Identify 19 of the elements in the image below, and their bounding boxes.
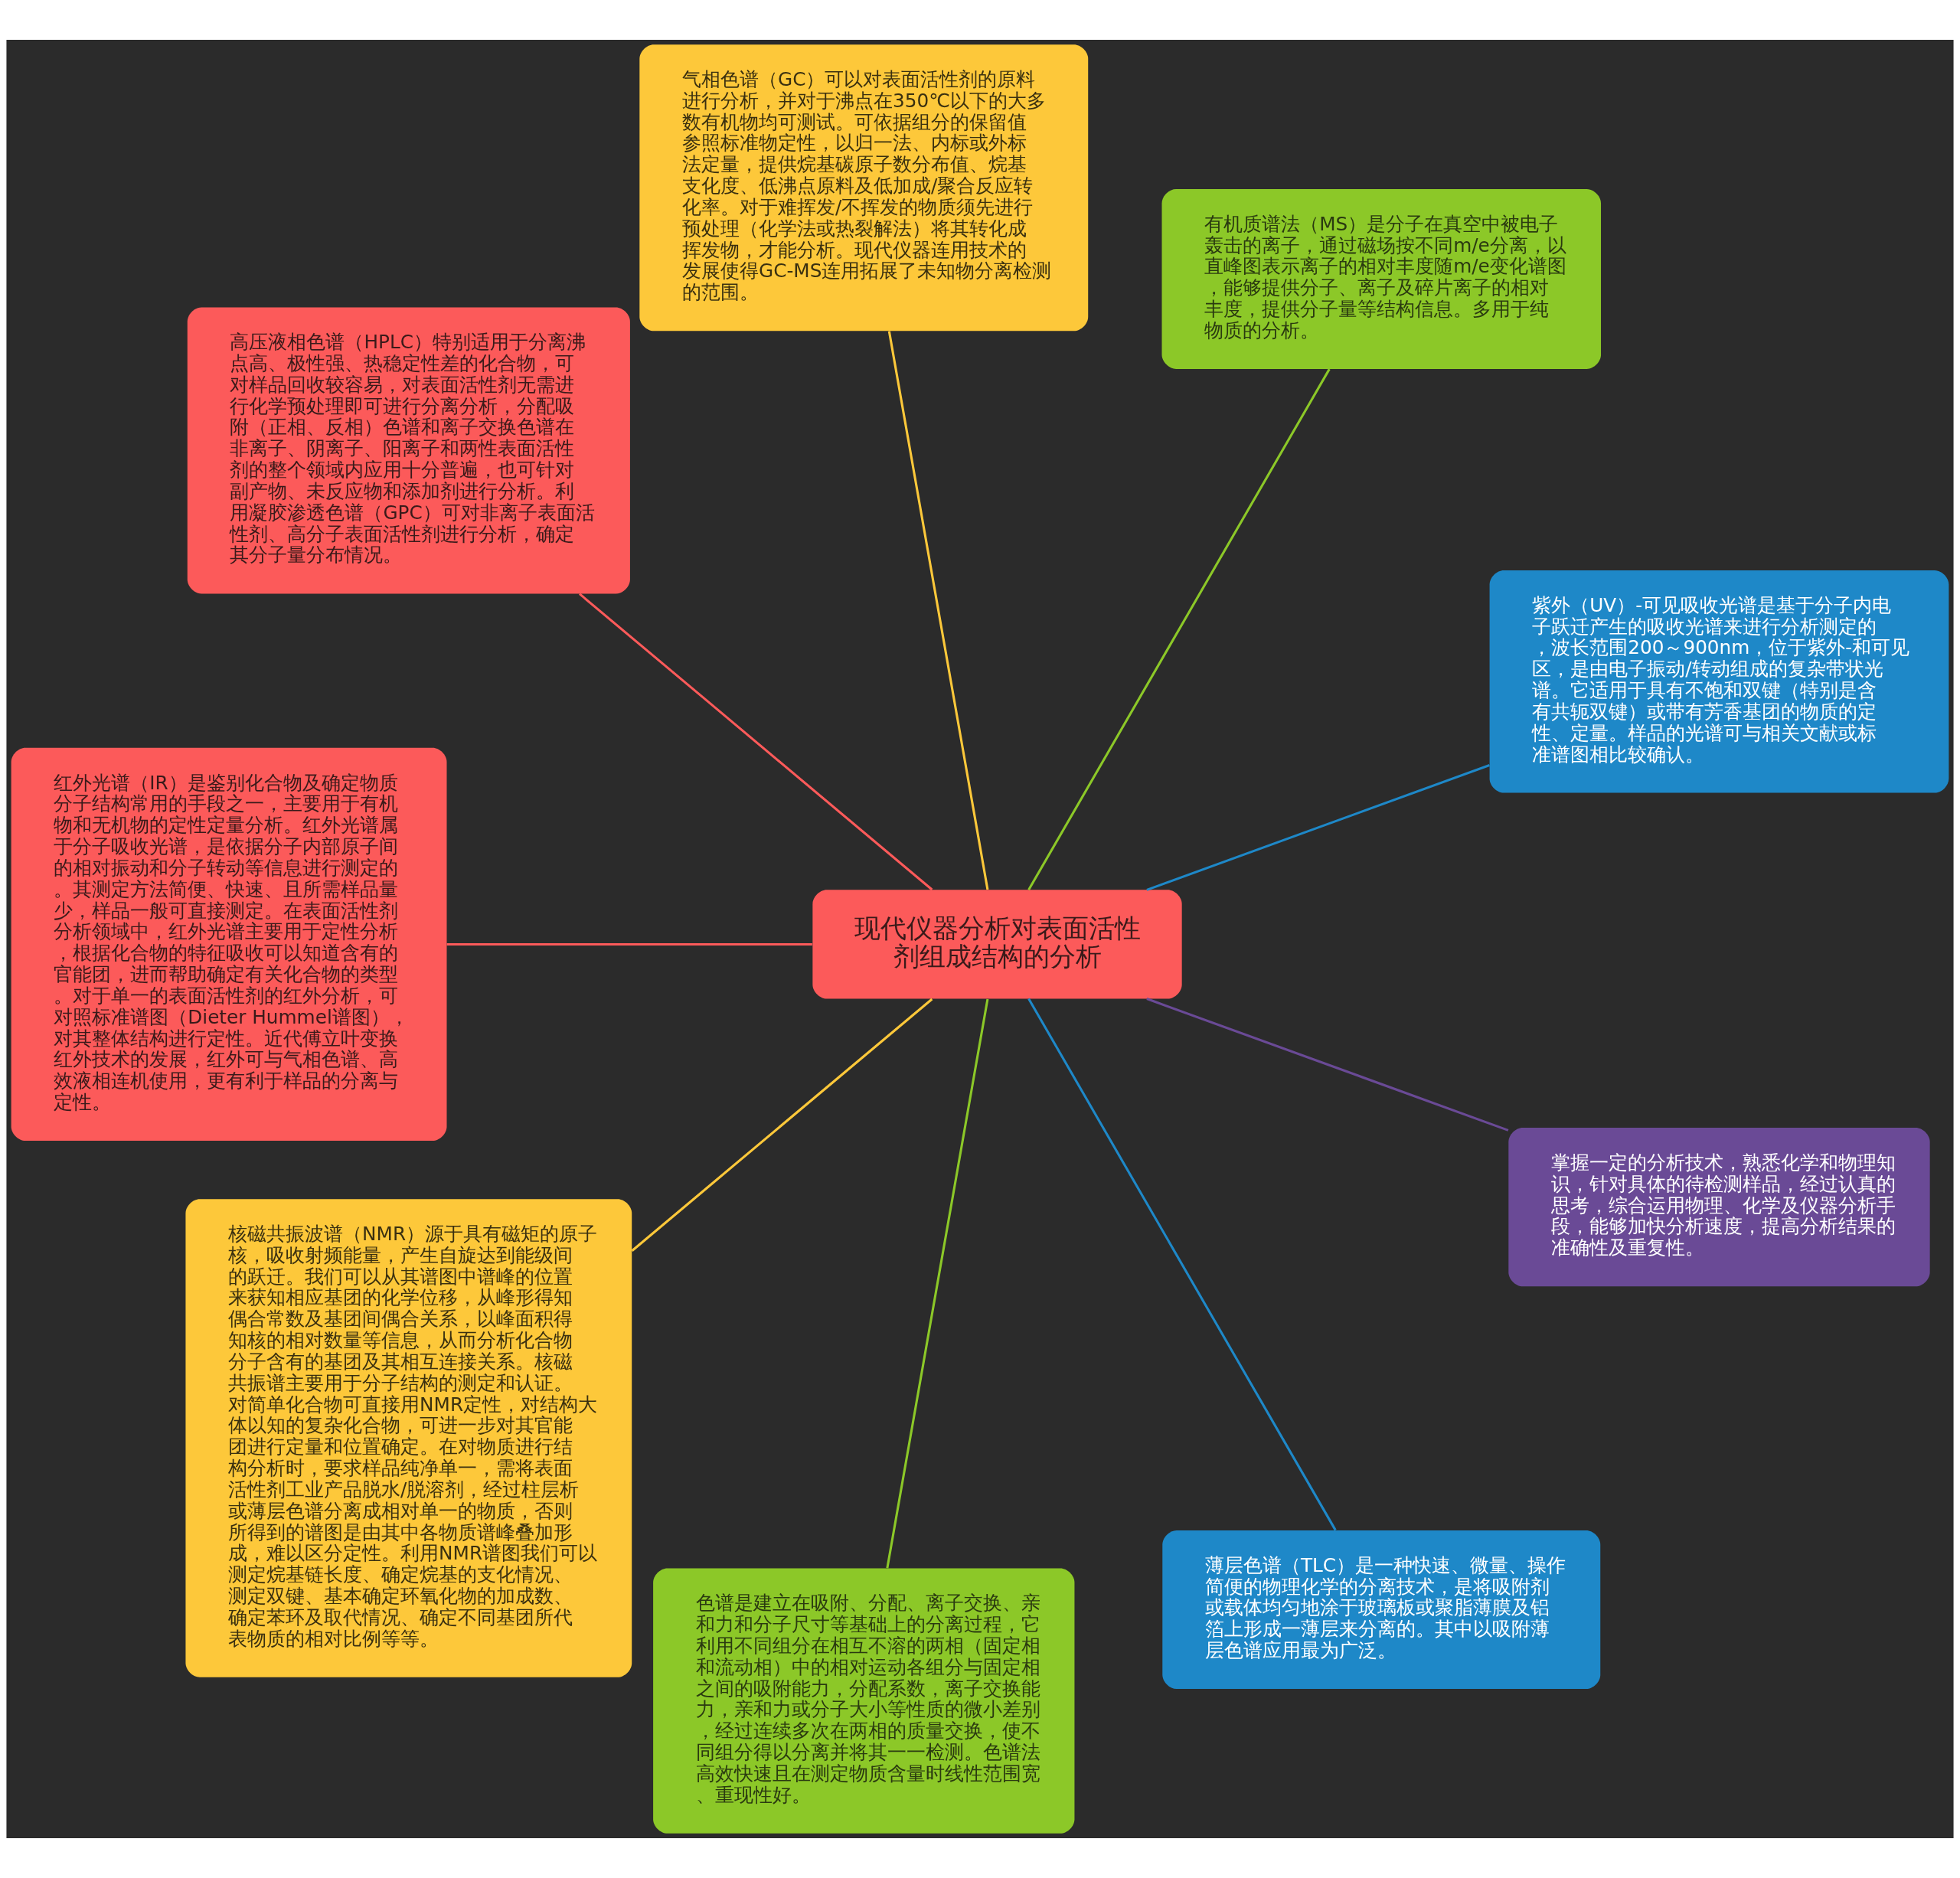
connector [631,998,933,1252]
connector [886,998,989,1569]
node-box: 现代仪器分析对表面活性剂组成结构的分析 [812,890,1182,999]
node-box: 有机质谱法（MS）是分子在真空中被电子轰击的离子，通过磁场按不同m/e分离，以直峰图表示离子的相对丰度随m/e变化谱图，能够提供分子、离子及碎片离子的相对丰度，提供分子量等结构信息。多用于纯物质的分析。 [1161,188,1602,369]
connector [578,593,933,891]
node-box: 气相色谱（GC）可以对表面活性剂的原料进行分析，并对于沸点在350℃以下的大多数有机物均可测试。可依据组分的保留值参照标准物定性，以归一法、内标或外标法定量，提供烷基碳原子数分布值、烷基支化度、低沸点原料及低加成/聚合反应转化率。对于难挥发/不挥发的物质须先进行预处理（化学法或热裂解法）将其转化成挥发物，才能分析。现代仪器连用技术的发展使得GC-MS连用拓展了未知物分离检测的范围。 [639,44,1089,332]
connector [1027,368,1331,891]
node-box: 核磁共振波谱（NMR）源于具有磁矩的原子核，吸收射频能量，产生自旋达到能级间的跃迁。我们可以从其谱图中谱峰的位置来获知相应基团的化学位移，从峰形得知偶合常数及基团间偶合关系，以峰面积得知核的相对数量等信息，从而分析化合物分子含有的基团及其相互连接关系。核磁共振谱主要用于分子结构的测定和认证。对简单化合物可直接用NMR定性，对结构大体以知的复杂化合物，可进一步对其官能团进行定量和位置确定。在对物质进行结构分析时，要求样品纯净单一，需将表面活性剂工业产品脱水/脱溶剂，经过柱层析或薄层色谱分离成相对单一的物质，否则所得到的谱图是由其中各物质谱峰叠加形成，难以区分定性。利用NMR谱图我们可以测定烷基链长度、确定烷基的支化情况、测定双键、基本确定环氧化物的加成数、确定苯环及取代情况、确定不同基团所代表物质的相对比例等等。 [185,1199,632,1677]
node-box: 薄层色谱（TLC）是一种快速、微量、操作简便的物理化学的分离技术，是将吸附剂或载体均匀地涂于玻璃板或聚脂薄膜及铝箔上形成一薄层来分离的。其中以吸附薄层色谱应用最为广泛。 [1162,1530,1601,1690]
node-box: 掌握一定的分析技术，熟悉化学和物理知识，针对具体的待检测样品，经过认真的思考，综合运用物理、化学及仪器分析手段，能够加快分析速度，提高分析结果的准确性及重复性。 [1508,1128,1930,1287]
node-box: 紫外（UV）-可见吸收光谱是基于分子内电子跃迁产生的吸收光谱来进行分析测定的，波长范围200～900nm，位于紫外-和可见区，是由电子振动/转动组成的复杂带状光谱。它适用于具有不饱和双键（特别是含有共轭双键）或带有芳香基团的物质的定性、定量。样品的光谱可与相关文献或标准谱图相比较确认。 [1489,570,1949,793]
connector [446,942,812,946]
connector [1146,998,1509,1132]
connector [1027,998,1337,1531]
node-box: 色谱是建立在吸附、分配、离子交换、亲和力和分子尺寸等基础上的分离过程，它利用不同组分在相互不溶的两相（固定相和流动相）中的相对运动各组分与固定相之间的吸附能力，分配系数，离子交换能力，亲和力或分子大小等性质的微小差别，经过连续多次在两相的质量交换，使不同组分得以分离并将其一一检测。色谱法高效快速且在测定物质含量时线性范围宽、重现性好。 [653,1568,1075,1834]
node-box: 红外光谱（IR）是鉴别化合物及确定物质分子结构常用的手段之一，主要用于有机物和无机物的定性定量分析。红外光谱属于分子吸收光谱，是依据分子内部原子间的相对振动和分子转动等信息进行测定的。其测定方法简便、快速、且所需样品量少，样品一般可直接测定。在表面活性剂分析领域中，红外光谱主要用于定性分析，根据化合物的特征吸收可以知道含有的官能团，进而帮助确定有关化合物的类型。对于单一的表面活性剂的红外分析，可对照标准谱图（Dieter Hummel谱图），对其整体结构进行定性。近代傅立叶变换红外技术的发展，红外可与气相色谱、高效液相连机使用，更有利于样品的分离与定性。 [11,747,447,1141]
connector [887,331,989,890]
connector [1146,764,1490,891]
node-box: 高压液相色谱（HPLC）特别适用于分离沸点高、极性强、热稳定性差的化合物，可对样品回收较容易，对表面活性剂无需进行化学预处理即可进行分离分析，分配吸附（正相、反相）色谱和离子交换色谱在非离子、阴离子、阳离子和两性表面活性剂的整个领域内应用十分普遍，也可针对副产物、未反应物和添加剂进行分析。利用凝胶渗透色谱（GPC）可对非离子表面活性剂、高分子表面活性剂进行分析，确定其分子量分布情况。 [187,307,630,594]
